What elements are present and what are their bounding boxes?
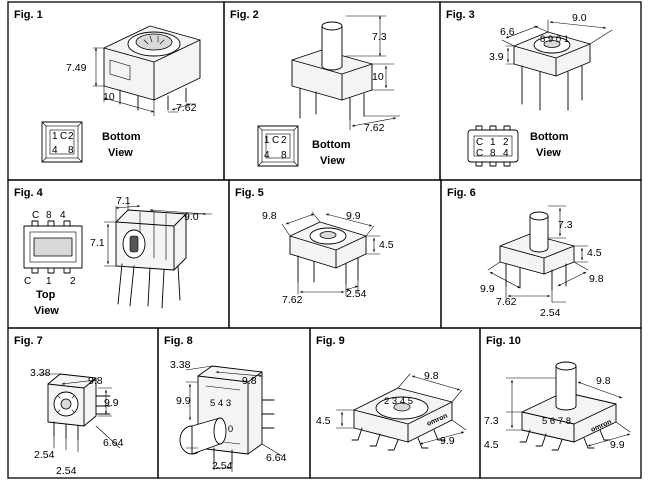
fig-1-pin-8: 8 xyxy=(68,145,74,156)
fig-10-dim-width: 9.8 xyxy=(596,375,611,387)
fig-10-dim-height: 7.3 xyxy=(484,415,499,427)
fig-5-dim-height: 4.5 xyxy=(379,239,394,251)
fig-3-view-label-1: Bottom xyxy=(530,131,569,143)
panel-frames xyxy=(7,1,642,479)
fig-1-pin-2: 2 xyxy=(68,131,74,142)
fig-4-view-label-1: Top xyxy=(36,289,56,301)
fig-1-dim-pitch: 7.62 xyxy=(176,102,197,114)
fig-3-pin-top-1: 1 xyxy=(490,137,496,148)
fig-8-label: Fig. 8 xyxy=(164,335,193,347)
fig-8-dim-pin: 2.54 xyxy=(212,460,233,472)
fig-3-label: Fig. 3 xyxy=(446,9,475,21)
fig-10-label: Fig. 10 xyxy=(486,335,521,347)
fig-1-pin-c: C xyxy=(60,131,67,142)
fig-2-view-label-2: View xyxy=(320,155,345,167)
fig-3-dim-width: 6.6 xyxy=(500,26,515,38)
fig-9-dim-height: 4.5 xyxy=(316,415,331,427)
fig-7-dim-pin-b: 2.54 xyxy=(56,465,77,477)
fig-1-dim-height: 7.49 xyxy=(66,62,87,74)
fig-5-dim-length: 9.9 xyxy=(346,210,361,222)
fig-4-pin-top-c: C xyxy=(32,210,39,221)
fig-8-dim-depth: 6.64 xyxy=(266,452,287,464)
fig-2: Fig. 2 7.3 10 7.62 1 C 2 4 8 Bottom View xyxy=(230,9,401,167)
fig-4-pin-top-4: 4 xyxy=(60,210,66,221)
svg-text:5 4 3: 5 4 3 xyxy=(210,398,231,409)
panel-fig-10 xyxy=(479,327,642,479)
fig-5-label: Fig. 5 xyxy=(235,187,264,199)
fig-3-pin-bot-4: 4 xyxy=(503,148,509,159)
fig-9-label: Fig. 9 xyxy=(316,335,345,347)
fig-6: Fig. 6 7.3 4.5 9.9 9.8 7.62 2.54 xyxy=(447,187,604,319)
fig-2-pin-8: 8 xyxy=(281,150,287,161)
fig-6-dim-body: 4.5 xyxy=(587,247,602,259)
fig-3-view-label-2: View xyxy=(536,147,561,159)
fig-4: Fig. 4 C 8 4 C 1 2 Top View 7.1 9.0 7.1 xyxy=(14,187,213,317)
fig-8-dim-height: 9.9 xyxy=(176,395,191,407)
fig-6-dim-pitch: 7.62 xyxy=(496,296,517,308)
fig-7-dim-pin-a: 2.54 xyxy=(34,449,55,461)
fig-1-dim-width: 10 xyxy=(103,91,115,103)
fig-1: Fig. 1 7.49 10 7.62 1 C 2 4 8 Bottom xyxy=(14,9,201,163)
fig-6-label: Fig. 6 xyxy=(447,187,476,199)
fig-2-view-label-1: Bottom xyxy=(312,139,351,151)
fig-3-dim-length: 9.0 xyxy=(572,12,587,24)
fig-5: Fig. 5 9.8 9.9 4.5 7.62 2.54 xyxy=(235,187,394,306)
fig-9: Fig. 9 2 3 4 5 omron 9.8 4.5 9.9 xyxy=(316,335,467,451)
fig-5-dim-pin: 2.54 xyxy=(346,288,367,300)
fig-5-dim-pitch: 7.62 xyxy=(282,294,303,306)
fig-3: Fig. 3 8 9 0 1 9.0 6.6 3.9 C 1 2 C 8 4 B… xyxy=(446,9,613,167)
fig-7-dim-width: 9.8 xyxy=(88,375,103,387)
fig-1-view-label-2: View xyxy=(108,147,133,159)
fig-9-dim-length: 9.9 xyxy=(440,435,455,447)
fig-4-dim-top: 7.1 xyxy=(116,195,131,207)
fig-2-pin-2: 2 xyxy=(281,135,287,146)
fig-2-pin-4: 4 xyxy=(264,150,270,161)
fig-3-pin-bot-8: 8 xyxy=(490,148,496,159)
fig-6-dim-height: 7.3 xyxy=(558,219,573,231)
fig-8-dim-width: 9.8 xyxy=(242,375,257,387)
fig-3-dim-height: 3.9 xyxy=(489,51,504,63)
fig-2-label: Fig. 2 xyxy=(230,9,259,21)
svg-text:8 9 0 1: 8 9 0 1 xyxy=(540,34,569,45)
fig-3-pin-top-c: C xyxy=(476,137,483,148)
fig-2-pin-c: C xyxy=(272,135,279,146)
fig-3-pin-top-2: 2 xyxy=(503,137,509,148)
fig-4-label: Fig. 4 xyxy=(14,187,44,199)
fig-8: Fig. 8 5 4 3 8 9 0 3.38 9.8 9.9 6.64 2.5… xyxy=(164,335,287,473)
fig-7-label: Fig. 7 xyxy=(14,335,43,347)
fig-3-pin-bot-c: C xyxy=(476,148,483,159)
fig-7-dim-top: 3.38 xyxy=(30,367,51,379)
fig-2-dim-height: 7.3 xyxy=(372,31,387,43)
fig-1-view-label-1: Bottom xyxy=(102,131,141,143)
fig-9-dim-width: 9.8 xyxy=(424,370,439,382)
fig-2-dim-pitch: 7.62 xyxy=(364,122,385,134)
fig-5-dim-width: 9.8 xyxy=(262,210,277,222)
fig-1-pin-4: 4 xyxy=(52,145,58,156)
svg-text:2 3 4 5: 2 3 4 5 xyxy=(384,396,413,407)
fig-4-dim-length: 9.0 xyxy=(184,211,199,223)
fig-10-dim-length: 9.9 xyxy=(610,439,625,451)
fig-2-pin-1: 1 xyxy=(264,135,270,146)
fig-10: Fig. 10 5 6 7 8 omron 7.3 9.8 4.5 9.9 xyxy=(484,335,631,451)
fig-4-pin-top-8: 8 xyxy=(46,210,52,221)
fig-4-pin-bot-1: 1 xyxy=(46,276,52,287)
fig-4-view-label-2: View xyxy=(34,305,59,317)
fig-6-dim-width: 9.8 xyxy=(589,273,604,285)
fig-4-pin-bot-c: C xyxy=(24,276,31,287)
fig-7-dim-height: 9.9 xyxy=(104,397,119,409)
fig-6-dim-length: 9.9 xyxy=(480,283,495,295)
fig-6-dim-pin: 2.54 xyxy=(540,307,561,319)
fig-2-dim-depth: 10 xyxy=(372,71,384,83)
fig-8-dim-top: 3.38 xyxy=(170,359,191,371)
svg-text:5 6 7 8: 5 6 7 8 xyxy=(542,416,571,427)
fig-4-dim-height: 7.1 xyxy=(90,237,105,249)
fig-1-label: Fig. 1 xyxy=(14,9,43,21)
fig-4-pin-bot-2: 2 xyxy=(70,276,76,287)
fig-1-pin-1: 1 xyxy=(52,131,58,142)
fig-7: Fig. 7 3.38 9.8 9.9 6.64 2.54 2.54 xyxy=(14,335,124,477)
fig-10-dim-body: 4.5 xyxy=(484,439,499,451)
fig-7-dim-depth: 6.64 xyxy=(103,437,124,449)
